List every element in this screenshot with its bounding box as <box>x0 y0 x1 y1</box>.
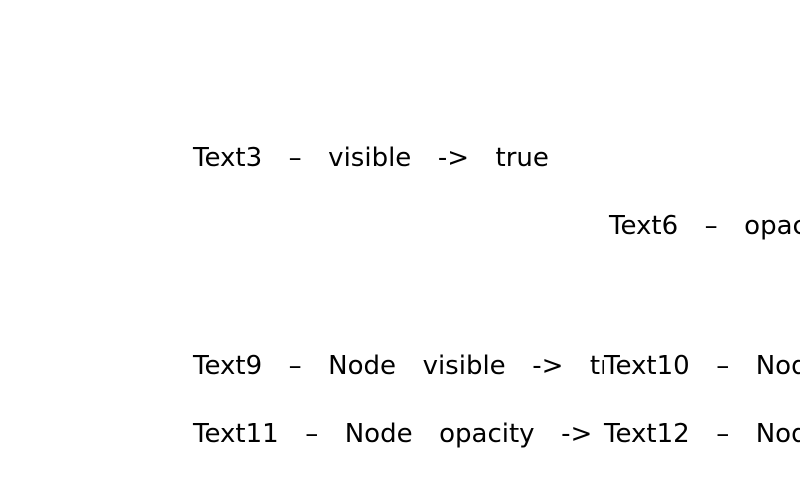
text-run-text11: Text11 – Node opacity -> 0 <box>193 419 636 449</box>
text-run-text10: Text10 – Node visible -> true <box>604 353 800 379</box>
text-run-text6: Text6 – opacity -> 0 <box>609 211 800 241</box>
text-run-text3: Text3 – visible -> true <box>193 143 549 173</box>
text-run-text12: Text12 – Node opacity -> 0 <box>604 421 800 447</box>
text-run-text9: Text9 – Node visible -> true <box>193 351 644 381</box>
